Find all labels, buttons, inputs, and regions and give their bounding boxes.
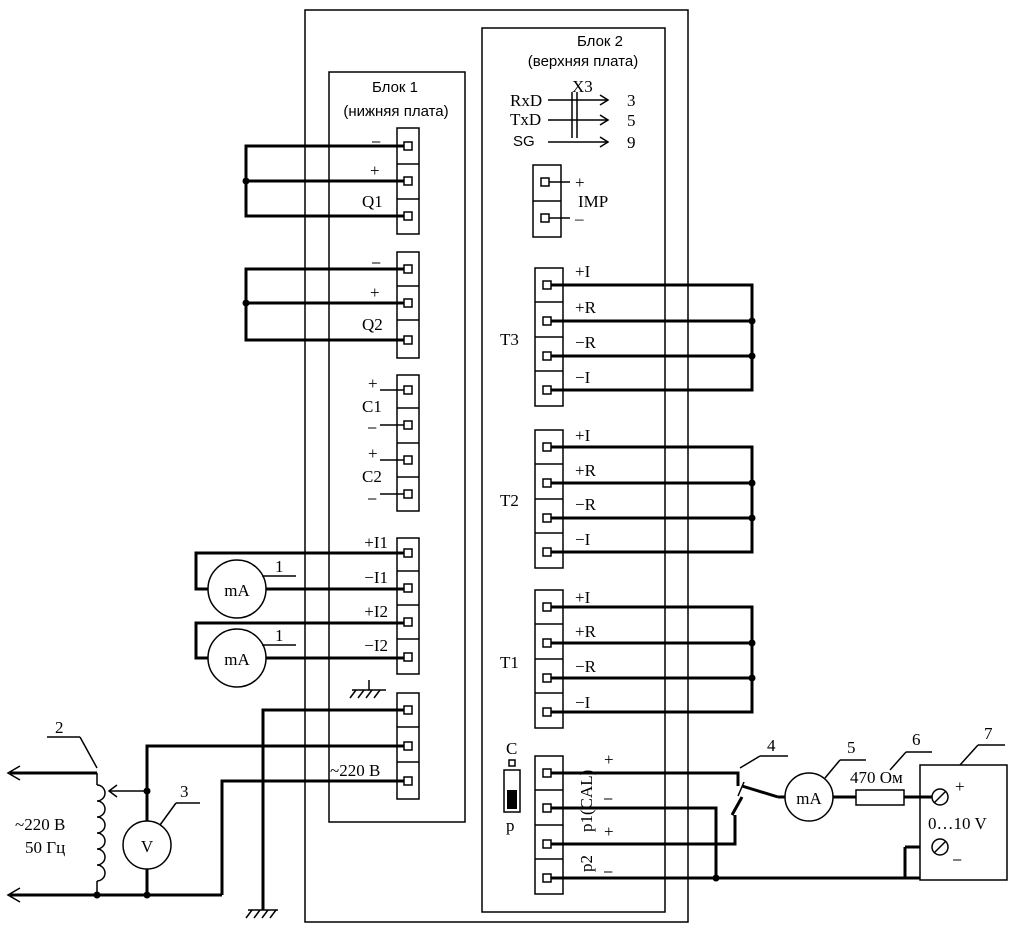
resistor-470: 470 Ом 6 bbox=[833, 730, 940, 806]
i1-plus-label: +I1 bbox=[364, 533, 388, 552]
p1-plus: + bbox=[604, 750, 614, 769]
milliammeter-i1-ref: 1 bbox=[275, 557, 284, 576]
source-voltage: ~220 В bbox=[15, 815, 65, 834]
pin-rxd: 3 bbox=[627, 91, 636, 110]
milliammeter-i2: mA 1 bbox=[207, 626, 296, 688]
c-terminal-block: + C1 – + C2 – bbox=[362, 374, 420, 512]
current-inputs-terminal-block: +I1 −I1 +I2 −I2 bbox=[194, 533, 420, 675]
chassis-ground-icon bbox=[349, 680, 386, 699]
i2-plus-label: +I2 bbox=[364, 602, 388, 621]
t2-mr: −R bbox=[575, 495, 597, 514]
c2-minus: – bbox=[368, 490, 377, 507]
imp-terminal-block: + – IMP bbox=[532, 164, 608, 238]
milliammeter-5: mA 5 bbox=[778, 738, 866, 822]
source-frequency: 50 Гц bbox=[25, 838, 65, 857]
t2-mi: −I bbox=[575, 530, 591, 549]
supply-ref: 7 bbox=[984, 724, 993, 743]
txd-label: TxD bbox=[510, 110, 541, 129]
voltmeter-ref: 3 bbox=[180, 782, 189, 801]
c1-minus: – bbox=[368, 419, 377, 436]
voltage-source-7: + – 0…10 V 7 bbox=[903, 724, 1008, 881]
t1-mi: −I bbox=[575, 693, 591, 712]
p1-minus: – bbox=[604, 790, 613, 807]
resistor-ref: 6 bbox=[912, 730, 921, 749]
supply-plus: + bbox=[955, 777, 965, 796]
block2-subtitle: (верхняя плата) bbox=[528, 53, 638, 70]
device-enclosure bbox=[304, 9, 689, 923]
c2-plus: + bbox=[368, 444, 378, 463]
q1-terminal-block: – + Q1 bbox=[242, 127, 420, 235]
milliammeter-i1: mA 1 bbox=[207, 557, 296, 619]
source-ref: 2 bbox=[55, 718, 64, 737]
imp-minus: – bbox=[574, 209, 584, 228]
q2-plus: + bbox=[370, 283, 380, 302]
q2-terminal-block: – + Q2 bbox=[242, 251, 420, 359]
voltmeter: V 3 bbox=[122, 782, 200, 870]
voltmeter-label: V bbox=[141, 837, 154, 856]
mode-switch: C p bbox=[503, 739, 521, 835]
q2-minus: – bbox=[372, 254, 381, 271]
t1-pi: +I bbox=[575, 588, 591, 607]
q1-plus: + bbox=[370, 161, 380, 180]
t3-mr: −R bbox=[575, 333, 597, 352]
pin-sg: 9 bbox=[627, 133, 636, 152]
t3-pi: +I bbox=[575, 262, 591, 281]
block2-title: Блок 2 bbox=[577, 33, 623, 50]
i1-minus-label: −I1 bbox=[364, 568, 388, 587]
pin-txd: 5 bbox=[627, 111, 636, 130]
block2-frame bbox=[481, 27, 666, 913]
c1-plus: + bbox=[368, 374, 378, 393]
q1-minus: – bbox=[372, 133, 381, 150]
block1-frame bbox=[328, 71, 466, 823]
rxd-label: RxD bbox=[510, 91, 542, 110]
c2-label: C2 bbox=[362, 467, 382, 486]
imp-label: IMP bbox=[578, 192, 608, 211]
block1-title: Блок 1 bbox=[372, 79, 418, 96]
switch-label-c: C bbox=[506, 739, 517, 758]
connector-x3-label: X3 bbox=[572, 77, 593, 96]
i2-minus-label: −I2 bbox=[364, 636, 388, 655]
block1: Блок 1 (нижняя плата) bbox=[328, 71, 466, 823]
milliammeter-5-label: mA bbox=[796, 789, 822, 808]
supply-label: 0…10 V bbox=[928, 814, 987, 833]
sensor-t2-terminal-block: T2 +I +R −R −I bbox=[500, 426, 756, 569]
imp-plus: + bbox=[575, 173, 585, 192]
block2: Блок 2 (верхняя плата) bbox=[481, 27, 666, 913]
resistor-label: 470 Ом bbox=[850, 768, 903, 787]
p2-label: p2 bbox=[577, 855, 596, 872]
supply-minus: – bbox=[953, 851, 962, 868]
sensor-t1-label: T1 bbox=[500, 653, 519, 672]
q2-label: Q2 bbox=[362, 315, 383, 334]
p2-plus: + bbox=[604, 822, 614, 841]
block1-subtitle: (нижняя плата) bbox=[343, 103, 448, 120]
t3-pr: +R bbox=[575, 298, 597, 317]
c1-label: C1 bbox=[362, 397, 382, 416]
autotransformer-source: ~220 В 50 Гц 2 bbox=[6, 718, 222, 903]
switch-label-p: p bbox=[506, 816, 515, 835]
t1-pr: +R bbox=[575, 622, 597, 641]
t3-mi: −I bbox=[575, 368, 591, 387]
milliammeter-i1-label: mA bbox=[224, 581, 250, 600]
t1-mr: −R bbox=[575, 657, 597, 676]
q1-label: Q1 bbox=[362, 192, 383, 211]
p2-minus: – bbox=[604, 863, 613, 880]
rs232-interface: RxD TxD SG X3 3 5 9 bbox=[510, 77, 636, 152]
t2-pi: +I bbox=[575, 426, 591, 445]
sg-label: SG bbox=[513, 133, 535, 150]
switch-ref: 4 bbox=[739, 736, 788, 769]
sensor-t2-label: T2 bbox=[500, 491, 519, 510]
outputs-terminal-block: + – + – p1(CAL) p2 bbox=[534, 750, 614, 895]
sensor-t1-terminal-block: T1 +I +R −R −I bbox=[500, 588, 756, 729]
milliammeter-i2-label: mA bbox=[224, 650, 250, 669]
power-label: ~220 В bbox=[330, 761, 380, 780]
earth-ground-icon bbox=[245, 909, 278, 919]
milliammeter-i2-ref: 1 bbox=[275, 626, 284, 645]
t2-pr: +R bbox=[575, 461, 597, 480]
milliammeter-5-ref: 5 bbox=[847, 738, 856, 757]
svg-text:4: 4 bbox=[767, 736, 776, 755]
p1-label: p1(CAL) bbox=[577, 770, 596, 832]
sensor-t3-terminal-block: T3 +I +R −R −I bbox=[500, 262, 756, 407]
sensor-t3-label: T3 bbox=[500, 330, 519, 349]
